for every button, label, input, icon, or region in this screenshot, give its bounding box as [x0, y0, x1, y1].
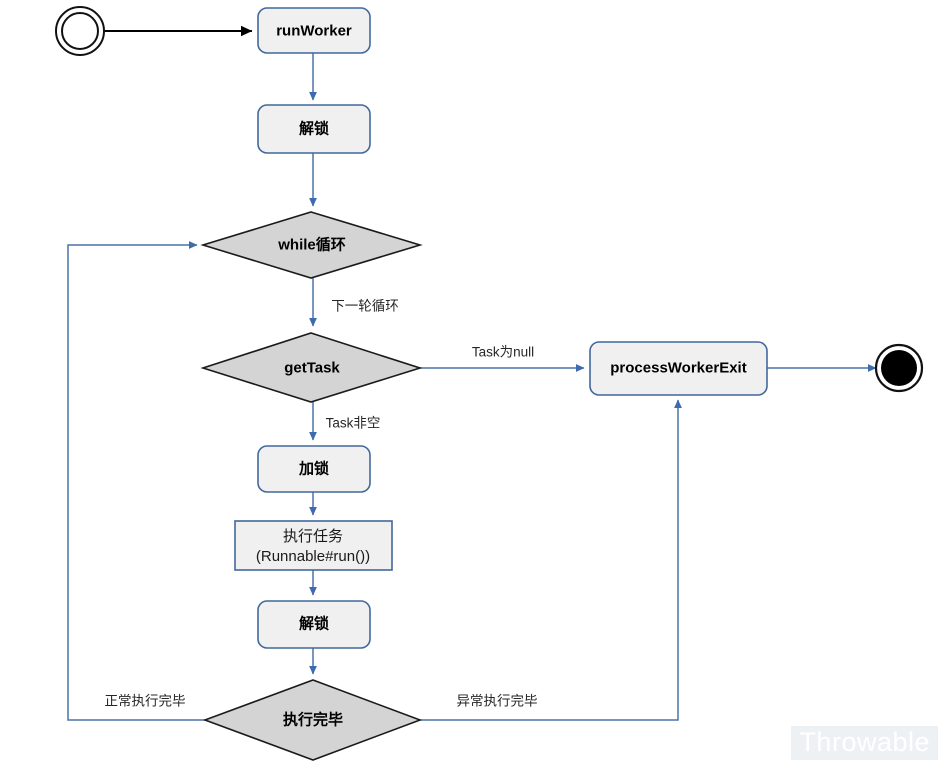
edge-label-abnormal-finish: 异常执行完毕 — [457, 694, 538, 709]
node-exec-done[interactable]: 执行完毕 — [202, 679, 423, 761]
node-exec-task[interactable]: 执行任务 (Runnable#run()) — [234, 520, 393, 571]
watermark: Throwable — [791, 725, 938, 760]
edge-exec-done-abnormal-to-processworkerexit — [420, 399, 682, 721]
edge-label-task-not-null: Task非空 — [326, 416, 381, 431]
node-while-loop-label: while循环 — [277, 235, 346, 253]
node-get-task-label: getTask — [284, 359, 340, 376]
node-lock-label: 加锁 — [298, 459, 329, 477]
node-run-worker-label: runWorker — [276, 22, 352, 39]
node-unlock-top[interactable]: 解锁 — [257, 104, 371, 154]
node-lock[interactable]: 加锁 — [257, 445, 371, 493]
edge-label-next-round: 下一轮循环 — [331, 299, 399, 314]
node-exec-done-label: 执行完毕 — [283, 710, 343, 728]
node-process-worker-exit-label: processWorkerExit — [610, 359, 746, 376]
edge-layer — [67, 25, 877, 721]
end-node[interactable] — [874, 343, 924, 393]
edge-label-normal-finish: 正常执行完毕 — [105, 694, 186, 709]
node-unlock-top-label: 解锁 — [299, 119, 329, 137]
edge-exec-done-normal-loopback — [67, 241, 205, 721]
node-unlock-bottom[interactable]: 解锁 — [257, 600, 371, 649]
node-exec-task-label-line1: 执行任务 — [283, 528, 343, 545]
node-run-worker[interactable]: runWorker — [257, 7, 371, 54]
node-while-loop[interactable]: while循环 — [200, 211, 423, 279]
node-exec-task-label-line2: (Runnable#run()) — [256, 548, 370, 565]
node-unlock-bottom-label: 解锁 — [299, 614, 329, 632]
node-layer: runWorker 解锁 while循环 getTask processWork… — [55, 6, 924, 761]
start-node[interactable] — [55, 6, 105, 56]
node-process-worker-exit[interactable]: processWorkerExit — [589, 341, 768, 396]
edge-label-layer: 下一轮循环 Task为null Task非空 正常执行完毕 异常执行完毕 — [105, 299, 538, 709]
node-get-task[interactable]: getTask — [200, 332, 423, 403]
edge-label-task-is-null: Task为null — [472, 345, 534, 360]
